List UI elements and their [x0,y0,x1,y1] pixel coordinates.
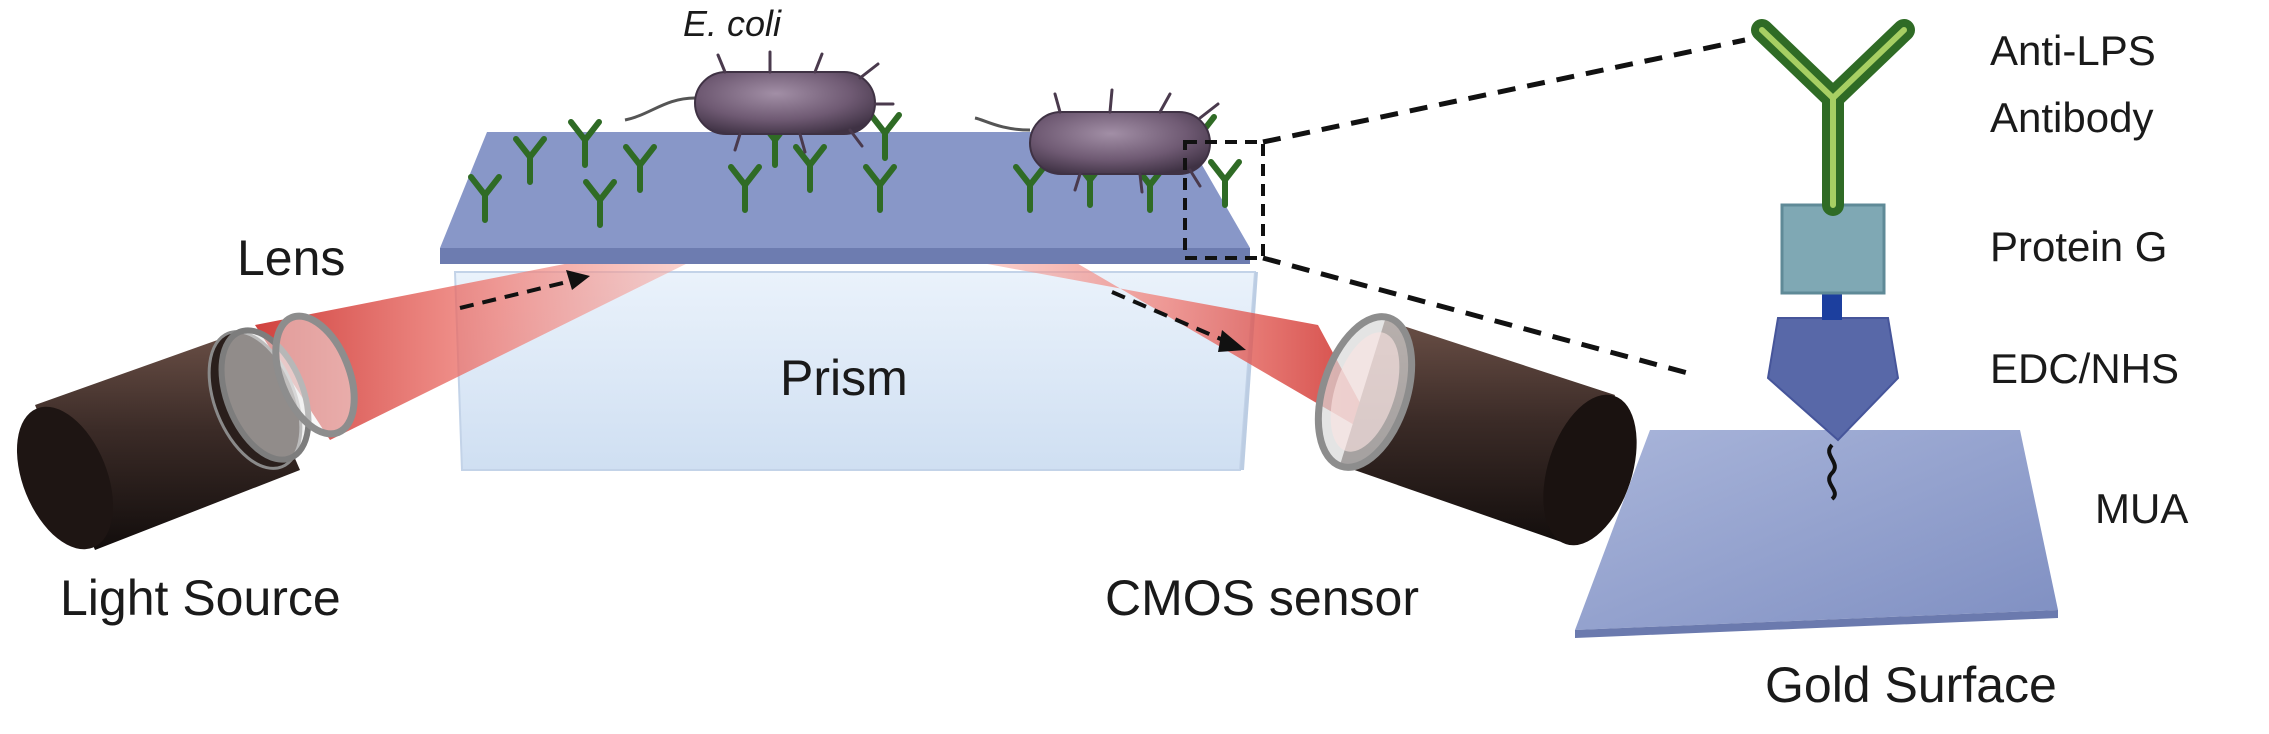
linker-block [1822,292,1842,320]
protein-g-icon [1780,203,1886,295]
reflected-beam [955,258,1380,440]
mua-linker [1827,443,1837,501]
mua-label: MUA [2095,485,2189,532]
lens-label: Lens [237,230,346,286]
incident-beam [255,258,698,440]
edc-nhs-icon [1766,317,1900,442]
lens-icon [218,312,358,463]
ecoli-label: E. coli [683,3,782,44]
antibody-label-line1: Anti-LPS [1990,27,2156,74]
prism-label: Prism [780,350,908,406]
zoom-box [1183,140,1265,260]
gold-surface-label: Gold Surface [1765,657,2057,713]
light-source-label: Light Source [60,570,341,626]
edc-nhs-label: EDC/NHS [1990,345,2180,392]
incident-direction-arrow [459,270,590,310]
protein-g-label: Protein G [1990,223,2168,270]
cmos-sensor-icon [1314,313,1637,546]
antibody-icon [1751,19,1915,216]
antibody-label-line2: Antibody [1990,94,2154,141]
callout-line-bottom [1262,255,1696,378]
gold-surface-icon [1575,430,2058,638]
bacterium-icon [624,50,895,154]
reflected-direction-arrow [1111,290,1246,352]
cmos-sensor-label: CMOS sensor [1105,570,1419,626]
callout-line-top [1262,37,1746,145]
